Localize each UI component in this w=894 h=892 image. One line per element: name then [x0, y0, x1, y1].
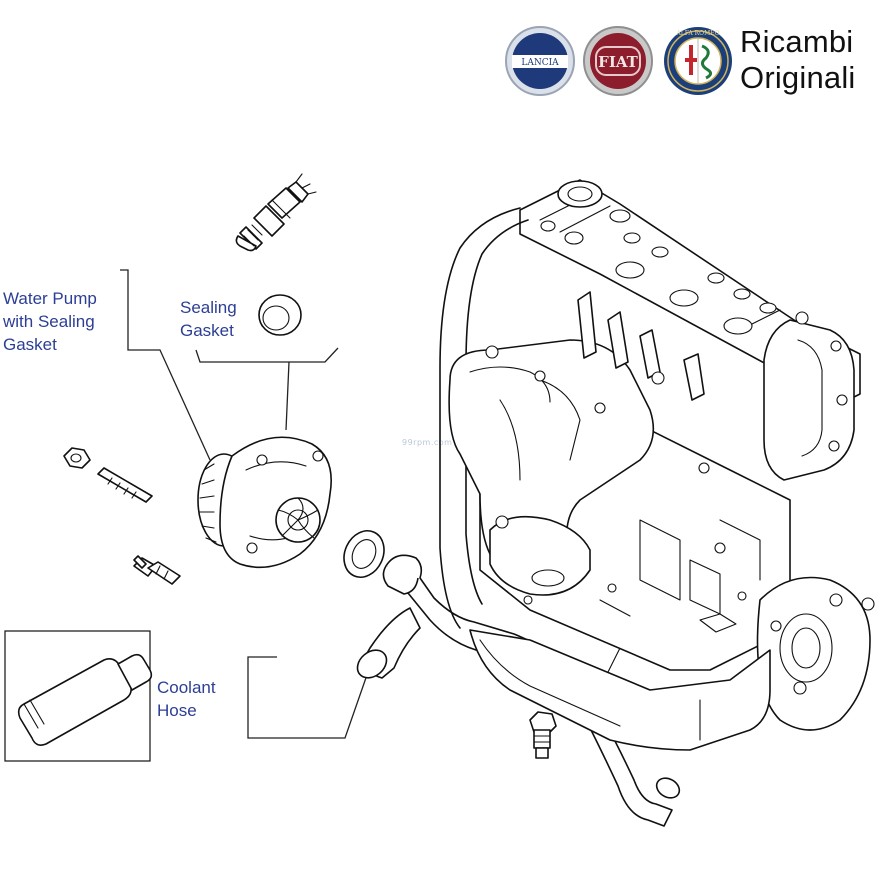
- label-sealing-gasket-line-2: Gasket: [180, 321, 234, 340]
- fiat-logo-text: FIAT: [598, 53, 638, 71]
- nut: [63, 447, 91, 469]
- label-coolant-hose-line-1: Coolant: [157, 678, 216, 697]
- engine-block: [439, 179, 875, 751]
- callout-sealing-gasket: [195, 347, 339, 431]
- water-pump: [197, 436, 332, 569]
- label-coolant-hose-line-2: Hose: [157, 701, 197, 720]
- brand-line-2: Originali: [740, 60, 856, 95]
- hose-o-ring: [343, 530, 385, 578]
- brand-line-1: Ricambi: [740, 24, 854, 59]
- lancia-logo-text: LANCIA: [521, 58, 559, 68]
- fiat-logo: FIAT: [583, 26, 653, 96]
- temperature-sensor: [235, 173, 317, 252]
- callout-coolant-hose: [247, 656, 369, 739]
- label-water-pump-line-1: Water Pump: [3, 289, 97, 308]
- stud-bolt: [97, 467, 153, 503]
- alfa-romeo-logo: ALFA ROMEO: [664, 27, 732, 95]
- brand-text: Ricambi Originali: [740, 24, 856, 96]
- label-water-pump-line-3: Gasket: [3, 335, 57, 354]
- callout-water-pump: [120, 269, 211, 461]
- label-sealing-gasket-line-1: Sealing: [180, 298, 237, 317]
- bleed-fitting: [133, 555, 181, 585]
- label-sealing-gasket: Sealing Gasket: [180, 296, 237, 342]
- label-water-pump: Water Pump with Sealing Gasket: [3, 287, 97, 356]
- watermark: 99rpm.com: [402, 438, 453, 447]
- label-coolant-hose: Coolant Hose: [157, 676, 216, 722]
- drain-plug: [529, 711, 557, 759]
- label-water-pump-line-2: with Sealing: [3, 312, 95, 331]
- sealing-gasket-part: [258, 294, 302, 336]
- alfa-romeo-logo-text: ALFA ROMEO: [675, 30, 719, 37]
- sealant-tube-inset: [4, 630, 153, 762]
- lancia-logo: LANCIA: [505, 26, 575, 96]
